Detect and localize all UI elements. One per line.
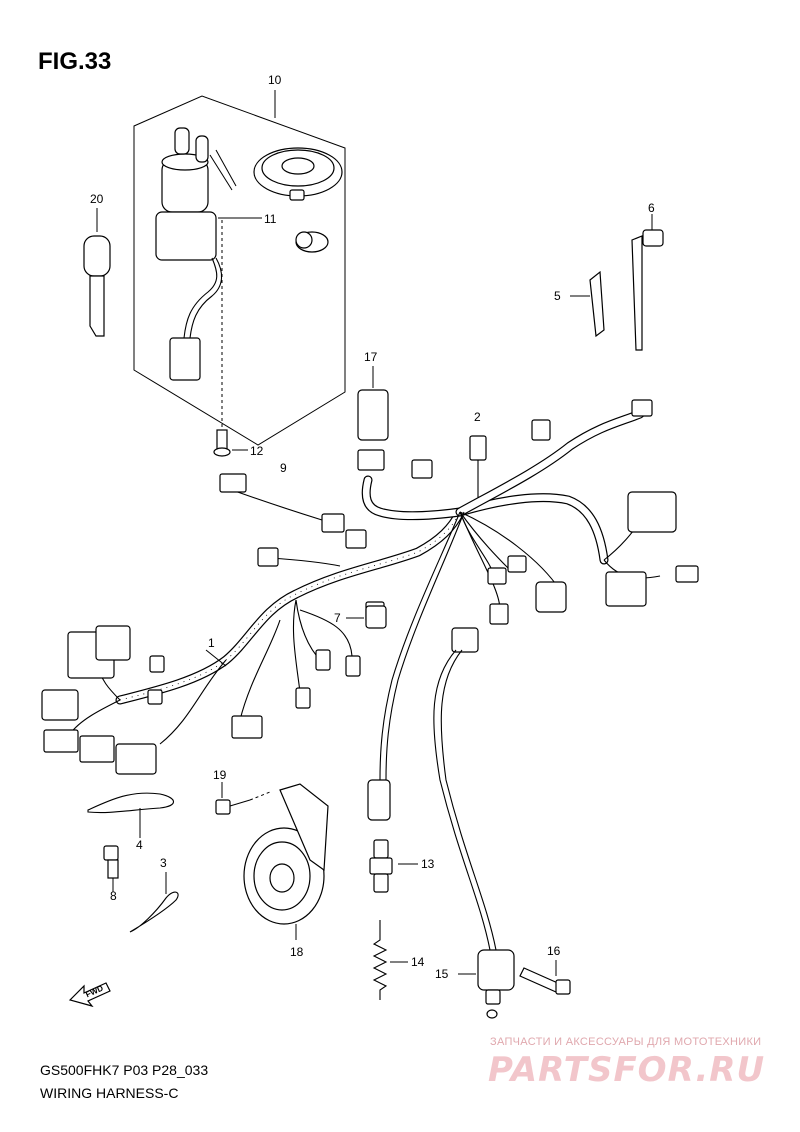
callout-4: 4 <box>136 838 143 852</box>
horn-18[interactable] <box>243 783 329 940</box>
callout-20: 20 <box>90 192 104 206</box>
callout-19: 19 <box>213 768 227 782</box>
ignition-set-box <box>133 90 346 446</box>
spring-14[interactable] <box>372 920 408 1000</box>
model-code: GS500FHK7 P03 P28_033 <box>40 1062 209 1078</box>
bolt-19[interactable] <box>215 782 271 815</box>
cable-tie-6[interactable] <box>631 214 664 351</box>
callout-5: 5 <box>554 289 561 303</box>
callout-14: 14 <box>411 955 425 969</box>
callout-13: 13 <box>421 857 435 871</box>
bolt-16[interactable] <box>519 960 571 995</box>
callout-3: 3 <box>160 856 167 870</box>
harness-connectors <box>41 399 699 775</box>
callout-11: 11 <box>264 212 277 226</box>
switch-13[interactable] <box>367 779 418 893</box>
watermark-tagline: ЗАПЧАСТИ И АКСЕССУАРЫ ДЛЯ МОТОТЕХНИКИ <box>490 1036 762 1048</box>
wire-clip-4[interactable] <box>87 792 175 838</box>
callout-6: 6 <box>648 201 655 215</box>
callout-17: 17 <box>364 350 378 364</box>
main-harness[interactable] <box>69 409 661 781</box>
relay-17[interactable] <box>357 366 389 471</box>
figure-title: FIG.33 <box>38 48 112 75</box>
bracket-5[interactable] <box>570 270 605 338</box>
lock-cylinder[interactable] <box>295 231 329 253</box>
diagram-caption: WIRING HARNESS-C <box>40 1085 179 1101</box>
clamp-7[interactable] <box>346 605 387 629</box>
callout-1: 1 <box>208 636 215 650</box>
callout-15: 15 <box>435 967 449 981</box>
fuel-cap-lock[interactable] <box>253 147 343 201</box>
ignition-switch[interactable] <box>155 127 262 381</box>
side-stand-switch-15[interactable] <box>433 649 515 1019</box>
callout-9: 9 <box>280 461 287 475</box>
callout-10: 10 <box>268 73 282 87</box>
bolt-8[interactable] <box>103 845 119 892</box>
clamp-3[interactable] <box>129 872 179 933</box>
callout-2: 2 <box>474 410 481 424</box>
watermark-logo: PARTSFOR.RU <box>488 1050 766 1090</box>
callout-16: 16 <box>547 944 561 958</box>
callout-7: 7 <box>334 611 341 625</box>
callout-12: 12 <box>250 444 264 458</box>
callout-8: 8 <box>110 889 117 903</box>
callout-18: 18 <box>290 945 304 959</box>
screw-12[interactable] <box>213 220 248 457</box>
callout-labels: 1 2 3 4 5 6 7 8 9 10 11 12 13 14 15 16 1… <box>90 73 655 981</box>
key[interactable] <box>83 208 111 337</box>
fwd-arrow-icon: FWD <box>68 982 111 1008</box>
